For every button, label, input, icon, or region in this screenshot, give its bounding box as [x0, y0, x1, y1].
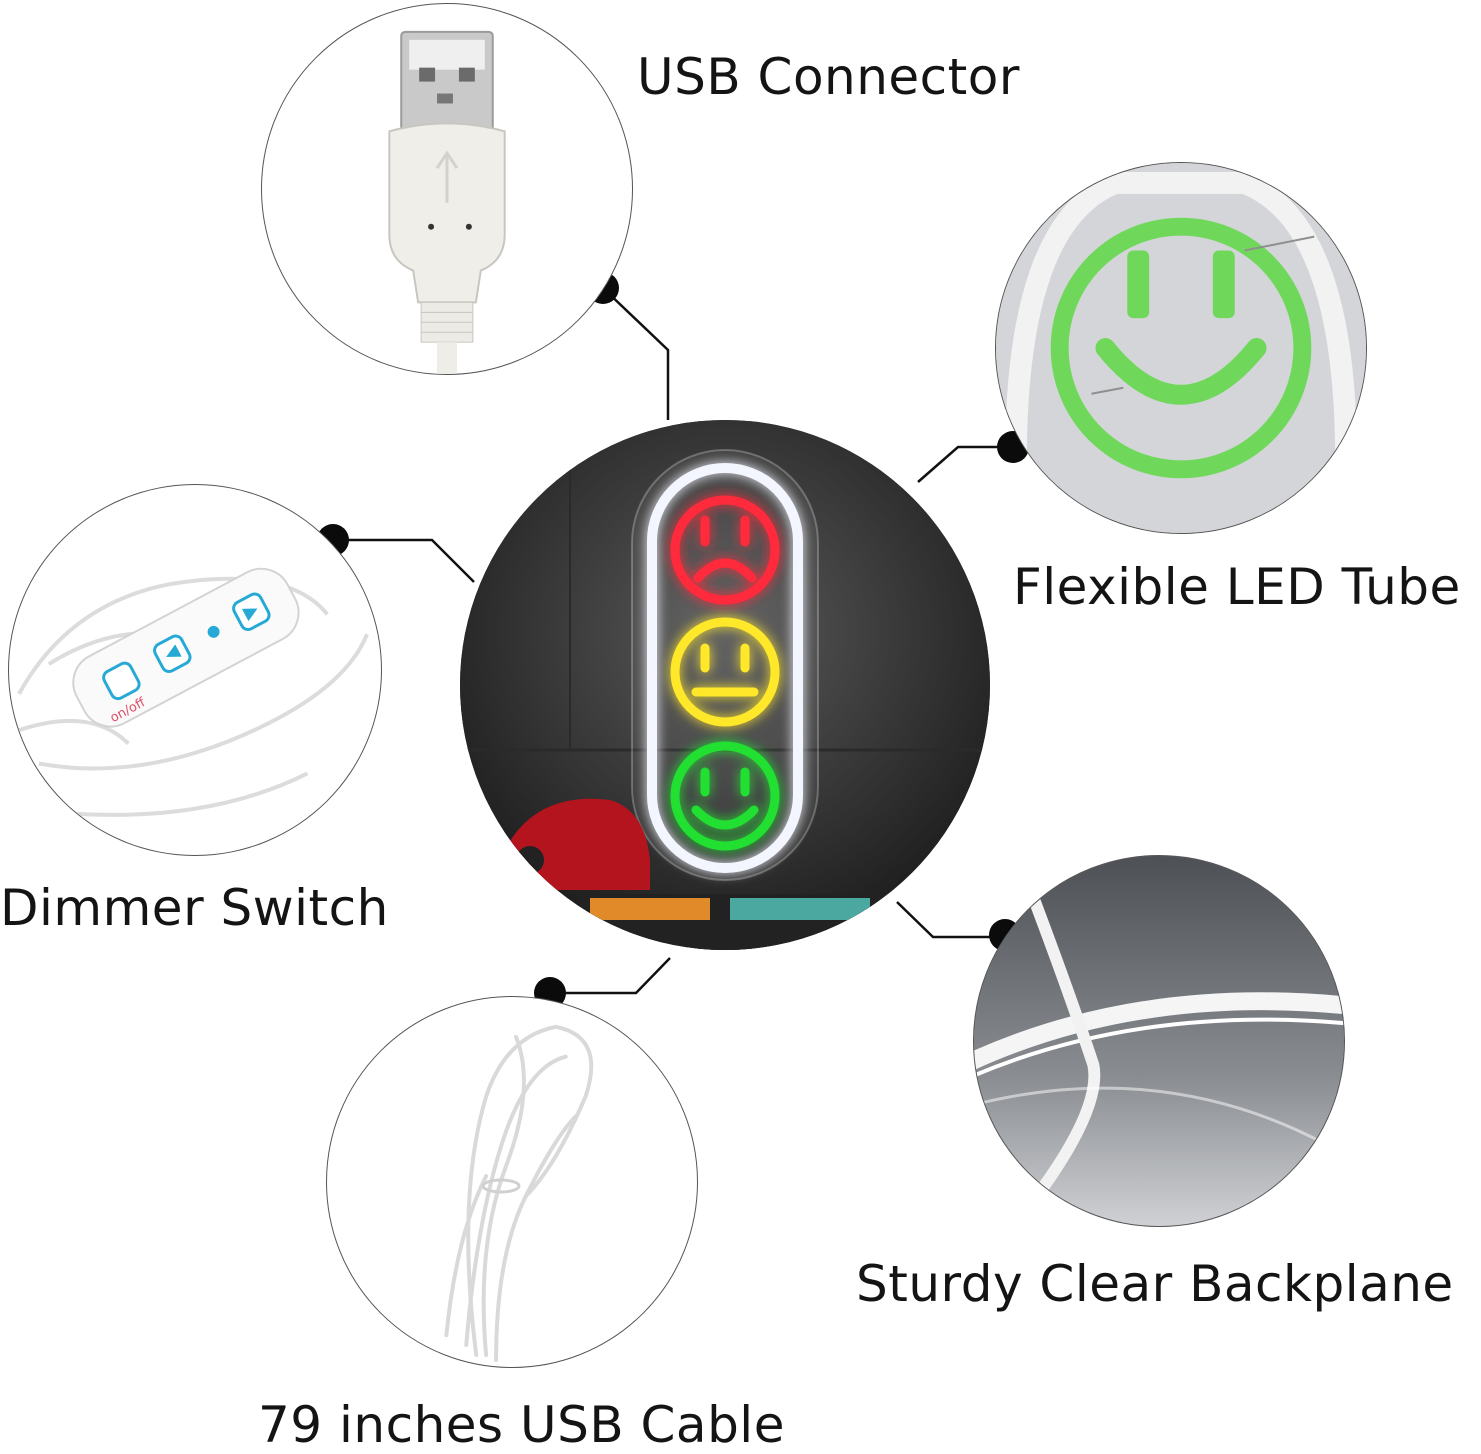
- neon-traffic-light-photo: [460, 420, 990, 950]
- usb-cable-photo: [326, 996, 698, 1368]
- backplane-photo: [973, 855, 1345, 1227]
- dimmer-switch-label: Dimmer Switch: [0, 879, 389, 937]
- usb-connector-label: USB Connector: [637, 48, 1020, 106]
- led-tube-label: Flexible LED Tube: [1013, 558, 1461, 616]
- led-tube-photo: [995, 162, 1367, 534]
- backplane-label: Sturdy Clear Backplane: [856, 1255, 1454, 1313]
- usb-cable-label: 79 inches USB Cable: [258, 1396, 785, 1454]
- dimmer-switch-photo: on/off: [8, 484, 382, 856]
- usb-connector-photo: [261, 3, 633, 375]
